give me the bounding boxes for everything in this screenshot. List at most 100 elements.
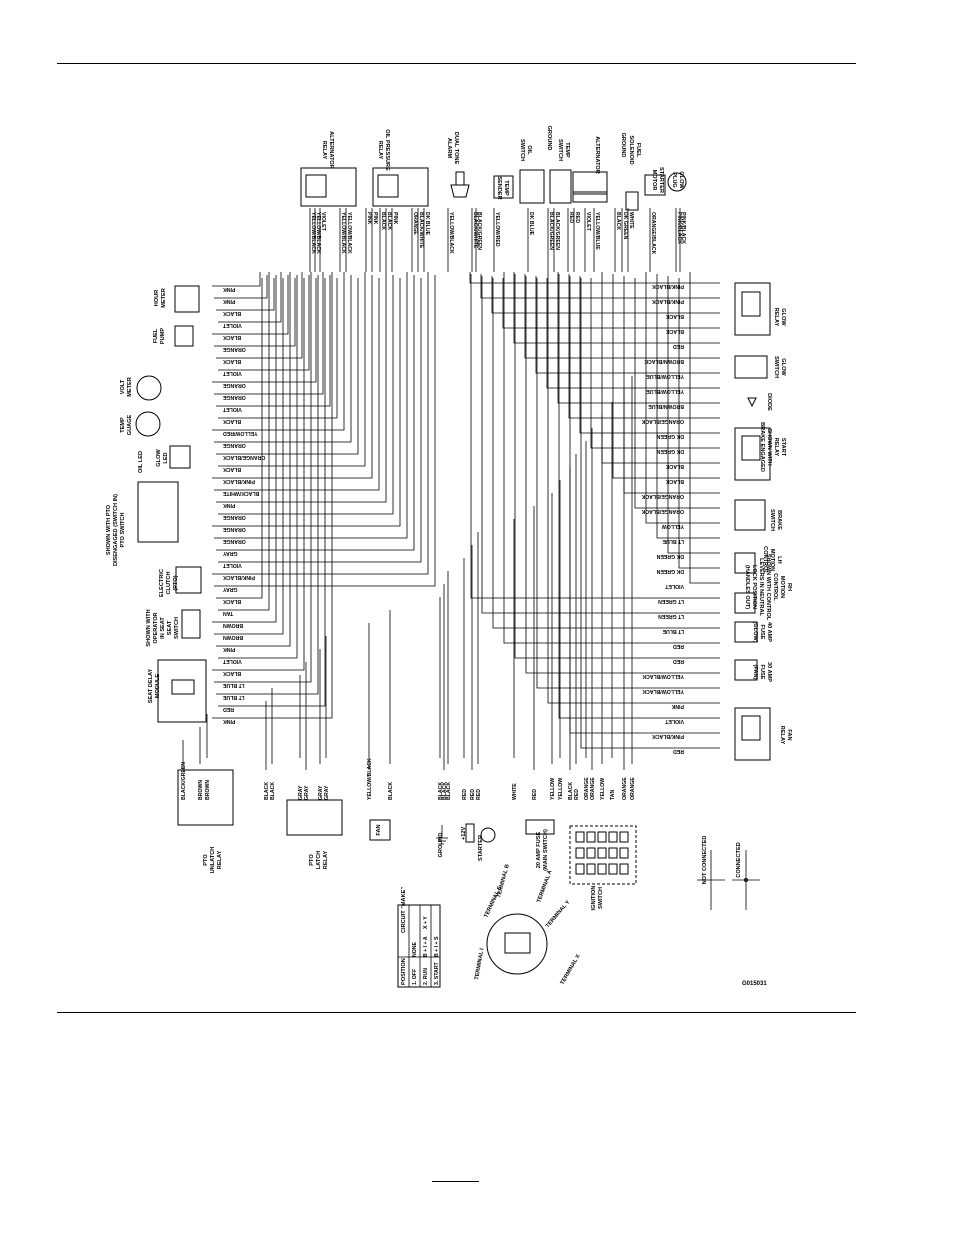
component-rh-motion-control-line: LEVERS IN NEUTRAL xyxy=(758,558,764,616)
wire-left-run xyxy=(218,272,270,611)
wire-label-left: VIOLET xyxy=(222,562,242,568)
wire-label-right: VIOLET xyxy=(664,583,684,589)
component-seat-switch-line: SEAT xyxy=(167,620,173,635)
component-pto-unlatch-relay-line: RELAY xyxy=(217,851,223,870)
wire-right-run xyxy=(579,276,720,434)
wire-label-right: LT GREEN xyxy=(658,613,684,619)
wire-label-left: PINK/BLACK xyxy=(223,574,255,580)
ignition-contact xyxy=(608,847,618,859)
wire-left-run xyxy=(218,278,422,563)
wire-label-bottom: RED xyxy=(532,789,538,800)
electric-clutch-box xyxy=(175,566,202,594)
wire-right-run xyxy=(623,276,720,494)
wire-label-right: RED xyxy=(673,658,684,664)
wire-label-right: YELLOW xyxy=(662,523,684,529)
position-table-cell: 1. OFF xyxy=(412,969,418,985)
pto-unlatch-relay-box xyxy=(177,769,234,826)
wire-label-right: RED xyxy=(673,748,684,754)
component-pto-unlatch-relay-line: UNLATCH xyxy=(210,847,216,874)
wire-label-left: BROWN xyxy=(223,622,243,628)
fan-box xyxy=(369,819,391,841)
component-electric-clutch-line: (PTO) xyxy=(173,575,179,590)
wire-label-left: PINK xyxy=(223,286,236,292)
wire-label-right: VIOLET xyxy=(664,718,684,724)
wire-label-right: YELLOW/BLUE xyxy=(646,373,684,379)
component-alternator-relay-line: ALTERNATOR xyxy=(328,131,334,169)
wire-left-run xyxy=(214,275,436,587)
component-pto-latch-relay-line: RELAY xyxy=(323,851,329,870)
component-seat-switch-line: SHOWN WITH xyxy=(146,609,152,646)
position-table-cell: 2. RUN xyxy=(423,968,429,985)
component-rh-motion-control-line: (HANDLES OUT) xyxy=(744,565,750,609)
oil-pressure-relay-coil xyxy=(377,174,399,198)
wire-left-run xyxy=(214,272,312,683)
wire-label-right: DK GREEN xyxy=(656,568,684,574)
fuse-20-box xyxy=(525,819,555,835)
wire-label-left: BLACK xyxy=(223,418,241,424)
wire-label-left: BLACK xyxy=(223,358,241,364)
ignition-contact xyxy=(597,847,607,859)
key-switch-inner xyxy=(504,932,531,954)
drawing-code: G015031 xyxy=(742,981,767,987)
component-fan-relay-line: FAN xyxy=(786,729,792,740)
starter-icon xyxy=(480,827,496,843)
wire-right-run xyxy=(634,278,720,509)
seat-delay-module-box xyxy=(157,659,207,723)
wire-left-run xyxy=(212,272,333,719)
wire-label-left: ORANGE xyxy=(222,394,245,400)
wire-right-run xyxy=(491,276,720,314)
wire-label-bottom: GRAY xyxy=(304,785,310,800)
wire-label-right: YELLOW/BLACK xyxy=(642,673,684,679)
wire-label-right: BLACK xyxy=(666,313,684,319)
oil-switch-box xyxy=(519,169,545,204)
component-start-relay-line: BRAKE ENGAGED xyxy=(759,422,765,472)
component-connected-line: CONNECTED xyxy=(736,842,742,877)
wire-label-top: RED xyxy=(568,212,574,223)
wire-right-run xyxy=(535,276,720,374)
wire-label-top: YELLOW/BLACK xyxy=(315,212,321,254)
wire-left-run xyxy=(212,278,305,671)
component-fuse-20-line: (MAIN SWITCH) xyxy=(543,829,549,871)
wire-label-left: GRAY xyxy=(222,550,237,556)
wire-label-left: GRAY xyxy=(222,586,237,592)
wire-label-right: PINK/BLACK xyxy=(652,733,684,739)
wire-label-right: DK GREEN xyxy=(656,553,684,559)
hour-meter-box xyxy=(174,285,200,313)
component-fuel-pump-line: FUEL xyxy=(153,328,159,343)
component-fuse-30-line: 30 AMP xyxy=(766,662,772,682)
component-hour-meter-line: METER xyxy=(161,288,167,308)
component-electric-clutch-line: ELECTRIC xyxy=(159,569,165,597)
wire-label-right: ORANGE/BLACK xyxy=(641,418,684,424)
wire-label-top: BLACK xyxy=(380,212,386,230)
wire-left-run xyxy=(216,278,263,599)
wire-label-right: BLACK xyxy=(666,478,684,484)
component-pto-switch-line: SHOWN WITH PTO xyxy=(106,504,112,555)
component-fuse-20-line: 20 AMP FUSE xyxy=(536,832,542,869)
wire-label-bottom: BLACK xyxy=(438,782,444,800)
wire-label-bottom: TAN xyxy=(610,789,616,800)
wire-label-bottom: BLACK xyxy=(442,782,448,800)
wire-network xyxy=(182,208,760,987)
component-oil-pressure-relay-line: OIL PRESSURE xyxy=(384,129,390,171)
wire-right-run xyxy=(546,278,720,389)
component-seat-delay-module-line: SEAT DELAY xyxy=(148,668,154,703)
wire-left-run xyxy=(218,272,366,467)
component-fuel-pump-line: PUMP xyxy=(160,328,166,344)
glow-switch-box xyxy=(734,355,768,379)
wire-label-top: BLACK/GREEN xyxy=(476,212,482,250)
component-pto-unlatch-relay-line: PTO xyxy=(203,854,209,866)
wire-label-bottom: ORANGE xyxy=(630,777,636,800)
wire-label-right: LT BLUE xyxy=(662,628,684,634)
component-dual-tone-alarm-line: ALARM xyxy=(446,138,452,159)
wire-label-bottom: ORANGE xyxy=(590,777,596,800)
starter-solenoid-box xyxy=(465,823,475,843)
ignition-contact xyxy=(586,863,596,875)
fan-relay-coil xyxy=(741,715,761,741)
fuel-solenoid-box xyxy=(625,191,639,211)
wire-label-left: LT BLUE xyxy=(222,682,244,688)
wire-label-right: YELLOW/BLUE xyxy=(646,388,684,394)
component-fuel-solenoid-line: FUEL xyxy=(635,143,641,158)
ignition-contact xyxy=(575,831,585,843)
wire-label-top: PINK/BLACK xyxy=(676,212,682,244)
wire-label-bottom: BROWN xyxy=(198,780,204,800)
